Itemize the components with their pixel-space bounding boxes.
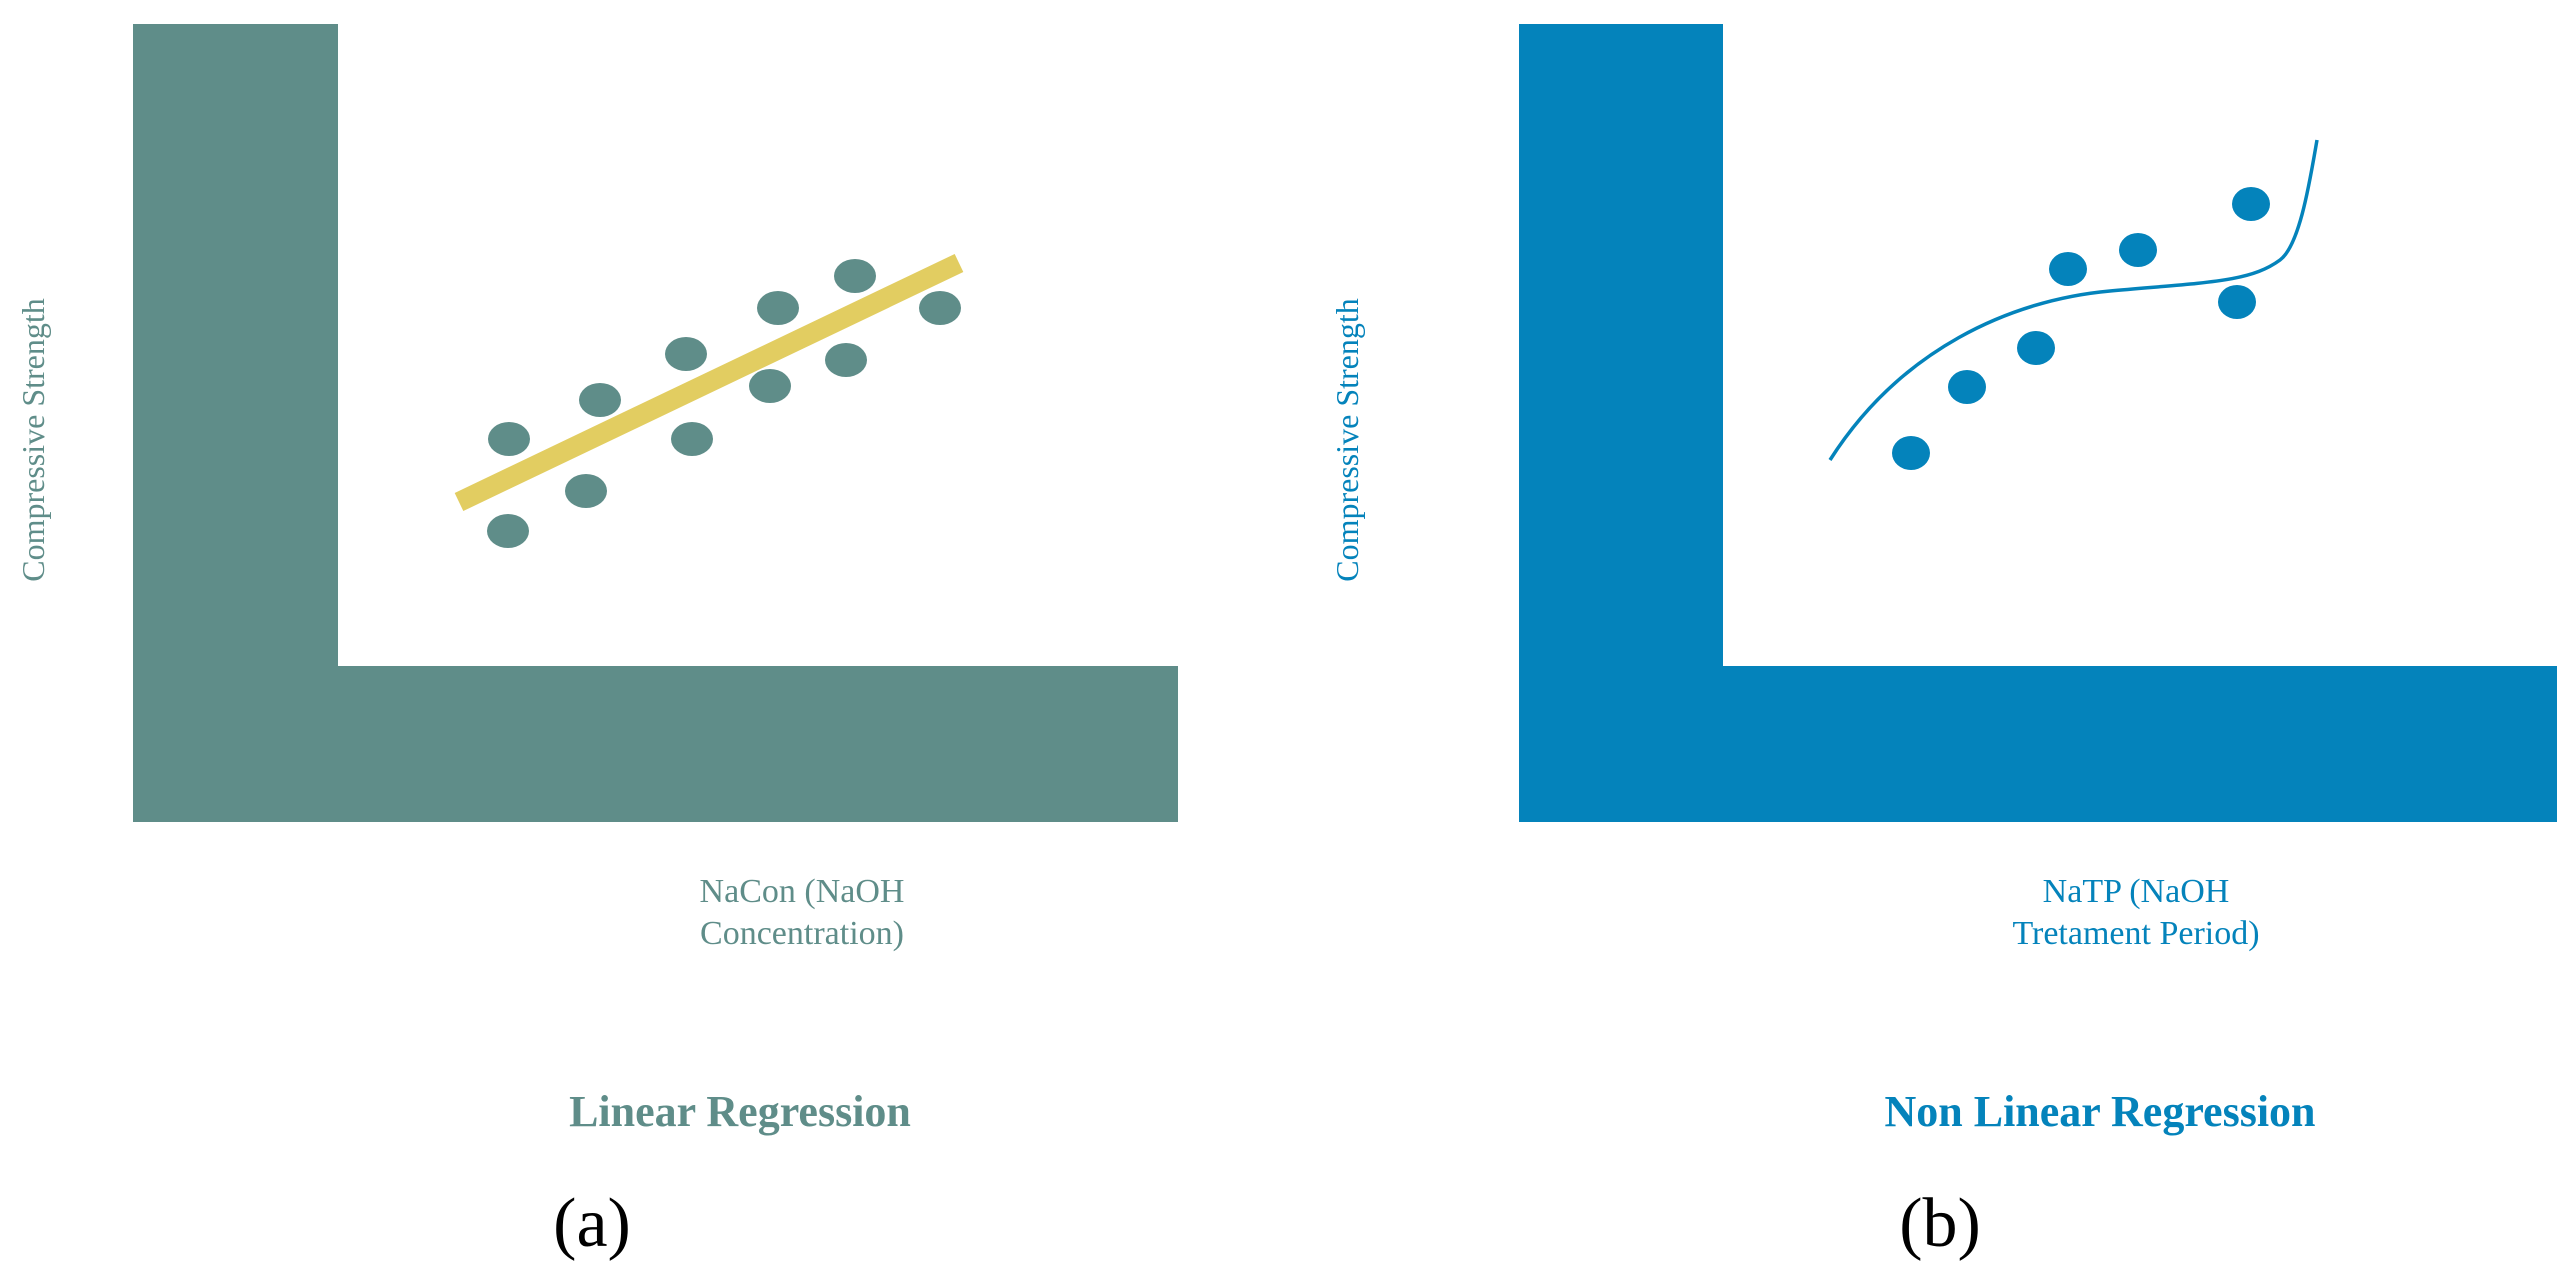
panel-b-data-point-5 (2119, 233, 2157, 267)
panel-a-data-point-8 (749, 369, 791, 403)
panel-a-data-point-4 (565, 474, 607, 508)
panel-a-l-shaped-axes (133, 24, 1178, 822)
panel-a-y-axis-label: Compressive Strength (15, 298, 51, 582)
panel-a-label: (a) (553, 1185, 631, 1262)
panel-b-x-axis-label-line1: NaTP (NaOH (2043, 873, 2230, 910)
panel-a-data-point-1 (488, 422, 530, 456)
panel-a-x-axis-label-line2: Concentration) (700, 915, 904, 952)
panel-a-data-point-10 (825, 343, 867, 377)
panel-a-linear-fit-line (454, 253, 964, 512)
panel-b-y-axis-label: Compressive Strength (1329, 298, 1365, 582)
panel-b-data-point-6 (2232, 187, 2270, 221)
panel-b-data-point-2 (1948, 370, 1986, 404)
panel-b-data-point-1 (1892, 436, 1930, 470)
panel-a-data-point-5 (665, 337, 707, 371)
panel-a-x-axis-label-line1: NaCon (NaOH (700, 873, 905, 910)
panel-a-axis-horizontal-bar (133, 666, 1178, 822)
panel-a-method-title: Linear Regression (569, 1087, 911, 1136)
panel-b-x-axis-label-line2: Tretament Period) (2012, 915, 2259, 952)
panel-a-data-point-2 (487, 514, 529, 548)
panel-b-data-point-7 (2218, 285, 2256, 319)
panel-b-data-point-3 (2017, 331, 2055, 365)
panel-b-l-shaped-axes (1519, 24, 2557, 822)
panel-a-data-point-11 (919, 291, 961, 325)
panel-b-fit-curve (1828, 139, 2319, 461)
panel-b-data-point-4 (2049, 252, 2087, 286)
panel-b-label: (b) (1899, 1185, 1981, 1262)
panel-b-axis-horizontal-bar (1519, 666, 2557, 822)
panel-a: Compressive Strength NaCon (NaOH Concent… (15, 24, 1178, 1262)
panel-b-data-points (1892, 187, 2270, 470)
panel-a-data-point-9 (834, 259, 876, 293)
panel-a-fit-line (454, 253, 964, 512)
panel-a-data-point-6 (671, 422, 713, 456)
panel-b-nonlinear-fit-curve (1828, 139, 2319, 461)
panel-b-method-title: Non Linear Regression (1884, 1087, 2315, 1136)
panel-a-data-point-7 (757, 291, 799, 325)
panel-a-data-point-3 (579, 383, 621, 417)
panel-b: Compressive Strength NaTP (NaOH Tretamen… (1329, 24, 2557, 1262)
panel-a-data-points (487, 259, 961, 548)
